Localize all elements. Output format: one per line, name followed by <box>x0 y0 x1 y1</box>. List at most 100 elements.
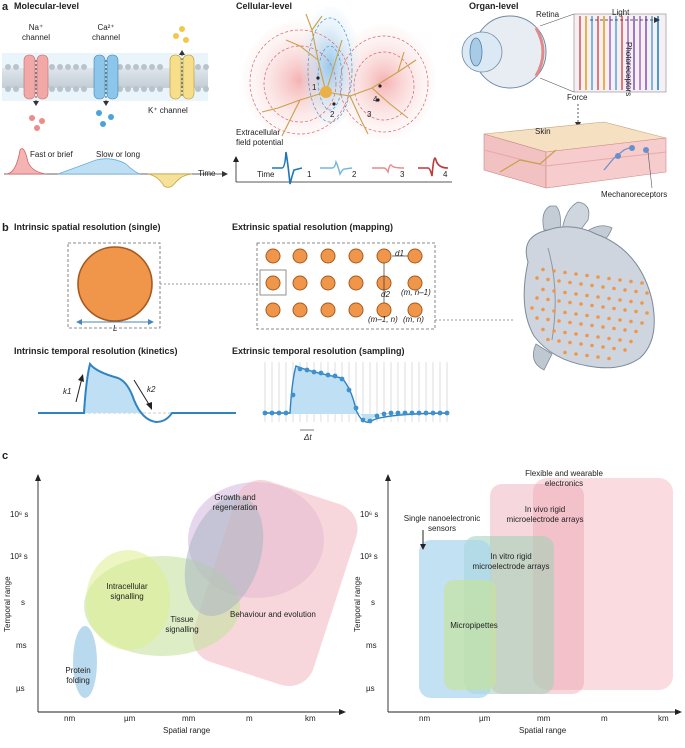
heart-electrode-dot <box>541 327 545 332</box>
temporal-sampling-title: Extrinsic temporal resolution (sampling) <box>232 346 405 356</box>
k-label: K⁺ channel <box>148 106 188 115</box>
protein-label-1: Protein <box>65 666 91 675</box>
left-y-tick-s: s <box>21 598 25 607</box>
cellular-title: Cellular-level <box>236 1 293 11</box>
left-range-regions <box>73 479 358 698</box>
heart-electrode-dot <box>541 287 545 292</box>
spatial-single-title: Intrinsic spatial resolution (single) <box>14 222 161 232</box>
heart-electrode-dot <box>557 279 561 283</box>
heart-electrode-dot <box>563 270 567 275</box>
photoreceptors-label: Photoreceptors <box>624 42 633 97</box>
heart-electrode-dot <box>585 293 589 298</box>
heart-electrode-dot <box>590 343 594 348</box>
heart-electrode-dot <box>568 300 572 305</box>
heart-electrode-dot <box>645 311 649 315</box>
right-x-tick-um: µm <box>479 714 491 723</box>
fast-label: Fast or brief <box>30 150 73 159</box>
right-x-tick-mm: mm <box>537 714 551 723</box>
heart-electrode-dot <box>585 353 589 358</box>
heart-electrode-dot <box>557 319 561 323</box>
heart-electrode-dot <box>535 296 539 300</box>
d2-label: d2 <box>381 290 390 299</box>
heart-illustration <box>523 201 655 371</box>
heart-electrode-dot <box>585 273 589 278</box>
panel-b-letter: b <box>2 222 9 234</box>
diameter-label: L <box>113 324 118 333</box>
invivo-label-2: microelectrode arrays <box>506 515 584 524</box>
molecular-time-label: Time <box>198 169 216 178</box>
heart-electrode-dot <box>596 295 600 299</box>
heart-electrode-dot <box>585 313 589 318</box>
heart-electrode-dot <box>612 346 616 351</box>
heart-electrode-dot <box>645 291 649 295</box>
heart-electrode-dot <box>618 318 622 322</box>
heart-electrode-dot <box>579 282 583 286</box>
neuron-mark-1: 1 <box>312 83 317 92</box>
neuron-mark-4: 4 <box>373 95 378 104</box>
panel-a-letter: a <box>2 1 9 13</box>
left-x-tick-um: µm <box>124 714 136 723</box>
left-y-tick-us: µs <box>16 684 25 693</box>
single-sensor-label-1: Single nanoelectronic <box>403 514 481 523</box>
micropipettes-label: Micropipettes <box>450 621 498 630</box>
left-x-tick-mm: mm <box>182 714 196 723</box>
heart-electrode-dot <box>596 355 600 359</box>
heart-electrode-dot <box>601 285 605 289</box>
ion-kinetics-traces <box>4 148 228 188</box>
right-x-tick-km: km <box>658 714 669 723</box>
left-y-tick-ms: ms <box>16 641 27 650</box>
heart-electrode-dot <box>574 292 578 296</box>
heart-electrode-dot <box>574 332 578 336</box>
heart-electrode-dot <box>563 310 567 315</box>
heart-electrode-dot <box>546 337 550 342</box>
right-range-regions <box>419 478 673 698</box>
heart-electrode-dot <box>629 299 633 304</box>
ca-label-line2: channel <box>91 33 121 42</box>
heart-electrode-dot <box>568 280 572 285</box>
heart-electrode-dot <box>579 342 583 346</box>
tissue-label-2: signalling <box>165 625 199 634</box>
eye-retina-illustration <box>461 13 667 93</box>
heart-electrode-dot <box>552 329 556 333</box>
right-y-axis-label: Temporal range <box>353 576 362 632</box>
heart-electrode-dot <box>568 320 572 325</box>
heart-electrode-dot <box>546 277 550 282</box>
heart-electrode-dot <box>618 278 622 282</box>
temporal-kinetics-title: Intrinsic temporal resolution (kinetics) <box>14 346 178 356</box>
index-m1-n: (m–1, n) <box>368 315 398 324</box>
skin-illustration <box>483 104 667 189</box>
heart-electrode-dot <box>535 276 539 280</box>
heart-electrode-dot <box>623 348 627 352</box>
skin-label: Skin <box>535 127 551 136</box>
left-x-tick-km: km <box>305 714 316 723</box>
right-y-tick-1e6: 10⁶ s <box>360 510 379 519</box>
index-m-n: (m, n) <box>403 315 424 324</box>
right-y-tick-ms: ms <box>366 641 377 650</box>
single-sensor-label-2: sensors <box>427 524 456 533</box>
heart-electrode-dot <box>590 283 594 288</box>
sampling-curve <box>262 362 450 431</box>
heart-electrode-dot <box>640 321 644 325</box>
heart-electrode-dot <box>607 316 611 321</box>
heart-electrode-dot <box>634 309 638 314</box>
neuron-mark-2: 2 <box>330 110 335 119</box>
heart-electrode-dot <box>640 301 644 305</box>
heart-electrode-dot <box>601 345 605 349</box>
membrane-illustration <box>2 26 209 131</box>
mechanoreceptors-label: Mechanoreceptors <box>601 190 668 199</box>
k2-label: k2 <box>147 385 156 394</box>
heart-electrode-dot <box>612 306 616 311</box>
heart-electrode-dot <box>552 289 556 293</box>
retina-label: Retina <box>536 10 560 19</box>
heart-electrode-dot <box>629 339 633 344</box>
left-y-tick-1e6: 10⁶ s <box>10 510 29 519</box>
right-axes <box>385 474 682 715</box>
heart-electrode-dot <box>612 326 616 331</box>
heart-electrode-dot <box>563 330 567 335</box>
left-y-axis-label: Temporal range <box>3 576 12 632</box>
growth-label-1: Growth and <box>214 493 256 502</box>
heart-electrode-dot <box>640 281 644 285</box>
invivo-label-1: In vivo rigid <box>524 505 566 514</box>
